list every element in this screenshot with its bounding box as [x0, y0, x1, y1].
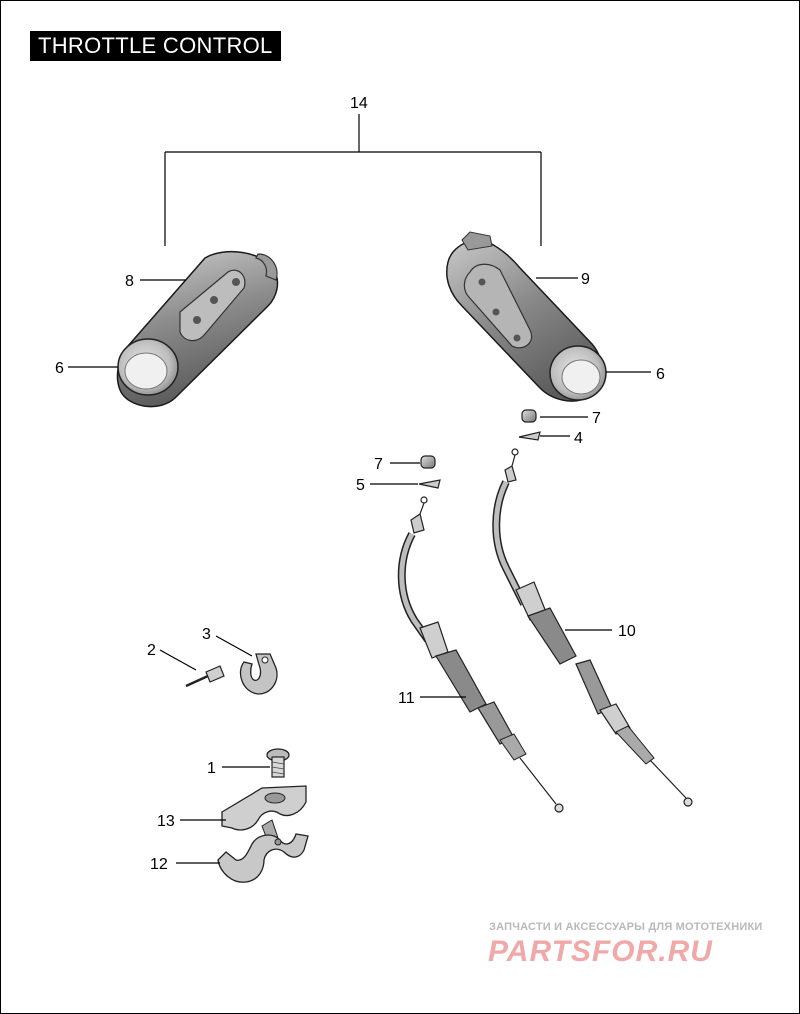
cable-clip-upper: [518, 431, 541, 441]
callout-8: 8: [125, 273, 134, 290]
left-hand-grip: [116, 250, 279, 408]
callout-4: 4: [574, 430, 583, 447]
rivet: [185, 665, 225, 688]
callout-5: 5: [356, 477, 365, 494]
callout-3: 3: [202, 626, 211, 643]
cable-clamp-upper: [221, 785, 307, 843]
callout-9: 9: [581, 271, 590, 288]
callout-2: 2: [147, 642, 156, 659]
throttle-cable: [492, 448, 693, 807]
cable-clamp-lower: [217, 833, 309, 883]
callout-12: 12: [150, 856, 168, 873]
grip-set-bracket: [164, 114, 542, 246]
callout-6-right: 6: [656, 366, 665, 383]
page-title: THROTTLE CONTROL: [30, 31, 281, 61]
watermark-logo: PARTSFOR.RU: [488, 935, 713, 968]
callout-10: 10: [618, 623, 636, 640]
cable-clip-lower: [418, 479, 441, 489]
callout-7-lower: 7: [374, 456, 383, 473]
callout-6-left: 6: [55, 360, 64, 377]
leader-lines: [68, 277, 651, 864]
callout-14: 14: [350, 95, 368, 112]
callout-1: 1: [207, 760, 216, 777]
callout-7-upper: 7: [592, 410, 601, 427]
callout-13: 13: [157, 813, 175, 830]
screw: [266, 748, 290, 778]
right-hand-grip: [446, 231, 607, 402]
idle-cable: [397, 496, 564, 813]
watermark-tagline: ЗАПЧАСТИ И АКСЕССУАРЫ ДЛЯ МОТОТЕХНИКИ: [489, 921, 763, 933]
callout-11: 11: [398, 690, 415, 707]
cable-ferrule-lower: [420, 455, 436, 469]
cable-ferrule-upper: [521, 409, 537, 423]
cable-clip: [239, 653, 278, 695]
